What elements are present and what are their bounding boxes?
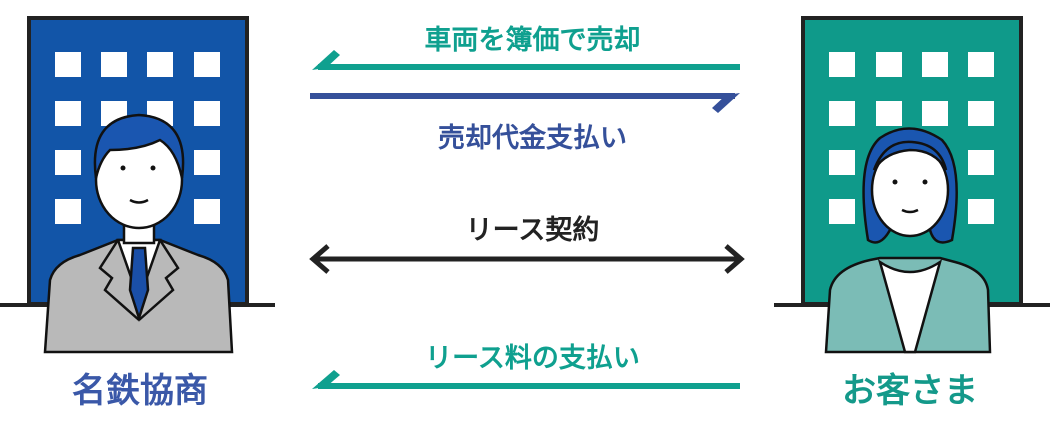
party-name-right: お客さま xyxy=(842,371,978,411)
flow-label-lease-contract: リース契約 xyxy=(465,215,600,246)
businessman-icon xyxy=(43,113,234,354)
arrow-lease-fee xyxy=(312,370,740,389)
arrow-lease-contract xyxy=(309,244,745,274)
arrow-sell-vehicle xyxy=(312,50,740,70)
flow-label-payment: 売却代金支払い xyxy=(438,123,627,154)
flow-label-sell: 車両を簿価で売却 xyxy=(424,25,641,56)
businesswoman-icon xyxy=(824,127,992,354)
party-name-left: 名鉄協商 xyxy=(72,371,208,411)
arrow-payment xyxy=(310,93,740,113)
flow-label-lease-fee: リース料の支払い xyxy=(425,343,640,374)
right-building-icon xyxy=(774,16,1050,307)
